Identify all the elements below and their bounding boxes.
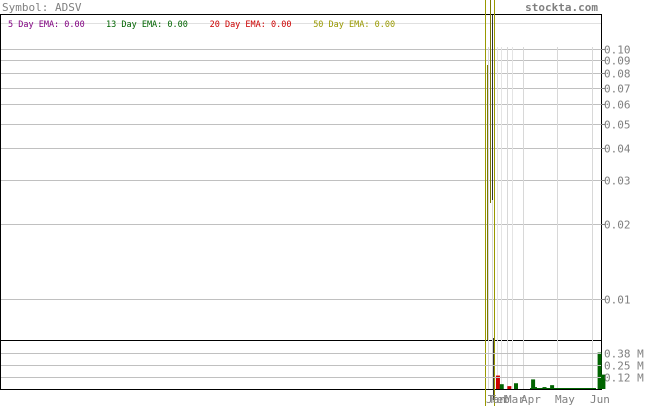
price-tick-label: 0.06 — [604, 99, 631, 112]
volume-tick-label: 0.12 M — [604, 372, 644, 385]
month-label: Jun — [590, 393, 610, 406]
price-tick-label: 0.04 — [604, 143, 631, 156]
price-tick-label: 0.02 — [604, 219, 631, 232]
price-tick-label: 0.03 — [604, 175, 631, 188]
site-name: stockta.com — [525, 1, 598, 14]
volume-bar — [601, 374, 606, 389]
ema-lines — [485, 0, 495, 406]
price-tick-label: 0.01 — [604, 294, 631, 307]
volume-bar — [507, 386, 512, 389]
price-panel — [0, 14, 602, 341]
price-tick-label: 0.10 — [604, 44, 631, 57]
volume-bar — [495, 375, 500, 389]
volume-bars — [495, 352, 606, 390]
legend-entry: 5 Day EMA: 0.00 — [8, 20, 85, 30]
month-label: Mar — [505, 393, 525, 406]
price-tick-label: 0.09 — [604, 55, 631, 68]
price-tick-label: 0.05 — [604, 119, 631, 132]
month-label: May — [555, 393, 575, 406]
volume-bar — [550, 385, 555, 389]
price-tick-label: 0.07 — [604, 83, 631, 96]
legend-entry: 20 Day EMA: 0.00 — [210, 20, 292, 30]
ema-legend: 5 Day EMA: 0.00 13 Day EMA: 0.00 20 Day EM… — [8, 20, 395, 30]
legend-entry: 50 Day EMA: 0.00 — [313, 20, 395, 30]
price-tick-label: 0.08 — [604, 68, 631, 81]
volume-bar — [514, 383, 518, 389]
volume-bar — [597, 352, 602, 389]
month-label: Apr — [521, 393, 541, 406]
volume-tick-label: 0.25 M — [604, 360, 644, 373]
symbol-title: Symbol: ADSV — [2, 1, 82, 14]
legend-entry: 13 Day EMA: 0.00 — [106, 20, 188, 30]
volume-axis-labels: 0.38 M0.25 M0.12 M — [1, 348, 644, 385]
volume-bar — [499, 384, 504, 389]
volume-bar — [531, 379, 536, 389]
price-axis-labels: 0.100.090.08 0.07 0.06 0.05 0.04 0.03 0.02 0.01 — [604, 44, 631, 307]
month-label: Feb — [490, 393, 510, 406]
month-label: Jan — [486, 393, 506, 406]
volume-tick-label: 0.38 M — [604, 348, 644, 361]
